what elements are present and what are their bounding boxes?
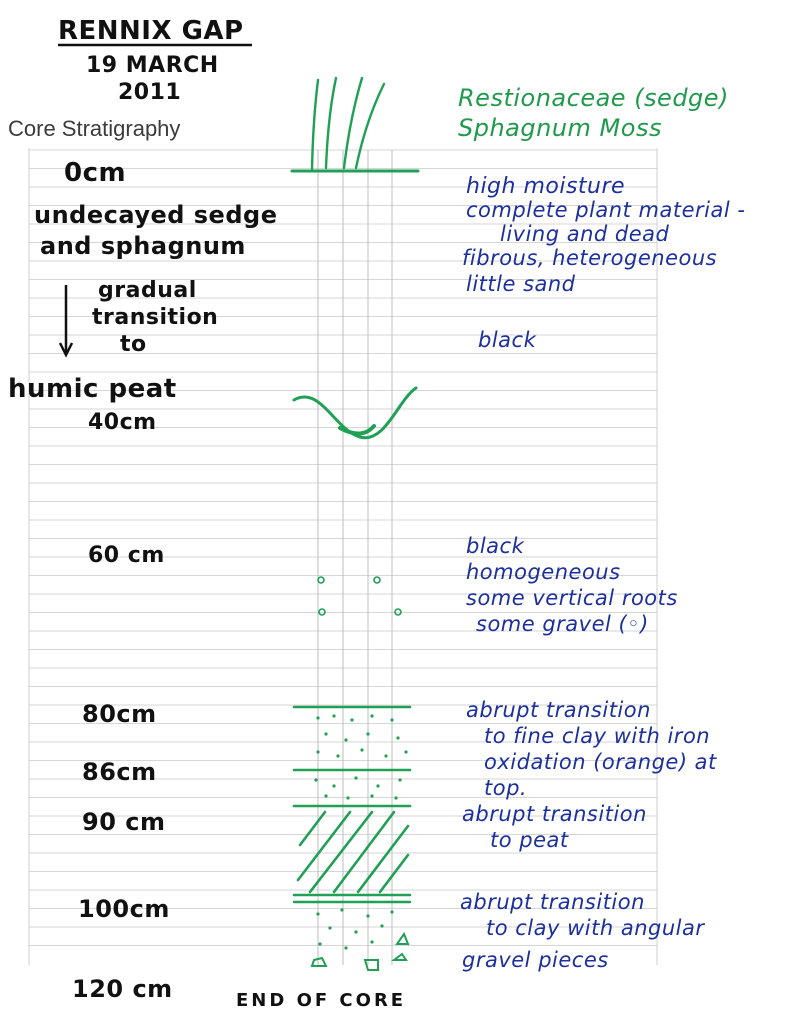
- note-line: gravel pieces: [462, 948, 609, 972]
- note-line: living and dead: [500, 222, 670, 246]
- vegetation-line-1: Restionaceae (sedge): [458, 84, 729, 112]
- depth-label: 40cm: [88, 410, 157, 435]
- stipple-dot: [370, 940, 374, 944]
- stipple-dot: [316, 716, 320, 720]
- stipple-dot: [344, 738, 348, 742]
- layer-label: gradual: [98, 278, 197, 303]
- stipple-dot: [336, 754, 340, 758]
- layer-label: to: [120, 332, 147, 357]
- note-line: some gravel (◦): [476, 612, 649, 636]
- angular-gravel: [310, 931, 410, 971]
- stipple-dot: [360, 748, 364, 752]
- note-line: oxidation (orange) at: [484, 750, 717, 774]
- stipple-dot: [316, 750, 320, 754]
- note-line: high moisture: [466, 174, 626, 199]
- stipple-dot: [396, 736, 400, 740]
- stipple-dot: [332, 714, 336, 718]
- stipple-dot: [366, 732, 370, 736]
- note-line: to peat: [490, 828, 569, 852]
- sedge-stroke: [324, 76, 338, 170]
- layer-label: humic peat: [8, 374, 177, 404]
- stipple-dot: [316, 912, 320, 916]
- depth-label: 120 cm: [72, 975, 173, 1003]
- depth-label: 100cm: [78, 895, 170, 923]
- note-line: some vertical roots: [466, 586, 678, 610]
- wave-boundary: [292, 386, 418, 440]
- vegetation-line-2: Sphagnum Moss: [458, 114, 662, 142]
- date-day-month: 19 MARCH: [86, 53, 219, 78]
- note-line: black: [478, 328, 537, 352]
- note-line: homogeneous: [466, 560, 621, 584]
- stipple-dot: [398, 778, 402, 782]
- note-line: little sand: [466, 272, 576, 296]
- sedge-stroke: [342, 76, 364, 170]
- caption: Core Stratigraphy: [8, 116, 181, 141]
- stipple-dot: [370, 714, 374, 718]
- stipple-dot: [332, 784, 336, 788]
- depth-label: 0cm: [64, 158, 127, 188]
- stipple-dot: [390, 910, 394, 914]
- layer-label: and sphagnum: [40, 232, 246, 260]
- stipple-dot: [366, 914, 370, 918]
- stipple-dot: [328, 926, 332, 930]
- stipple-dot: [350, 718, 354, 722]
- stipple-dot: [376, 784, 380, 788]
- stipple-dot: [354, 776, 358, 780]
- note-line: abrupt transition: [462, 802, 647, 826]
- note-line: to clay with angular: [486, 916, 705, 940]
- depth-label: 86cm: [82, 758, 157, 786]
- note-line: to fine clay with iron: [484, 724, 711, 748]
- stipple-dot: [324, 732, 328, 736]
- depth-label: 80cm: [82, 700, 157, 728]
- note-line: top.: [484, 776, 528, 800]
- stipple-dot: [394, 796, 398, 800]
- stipple-dot: [380, 924, 384, 928]
- stipple-dot: [370, 794, 374, 798]
- site-title: RENNIX GAP: [58, 16, 244, 46]
- layer-label: transition: [92, 305, 219, 330]
- stipple-dot: [324, 794, 328, 798]
- note-line: black: [466, 534, 525, 558]
- date-year: 2011: [118, 80, 182, 105]
- clay-stipple: [314, 714, 408, 950]
- note-line: fibrous, heterogeneous: [462, 246, 718, 270]
- stipple-dot: [404, 750, 408, 754]
- peat-hatching: [296, 810, 410, 894]
- sedge-stroke: [354, 82, 386, 170]
- note-line: complete plant material -: [466, 198, 746, 222]
- sedge-stroke: [310, 78, 320, 172]
- end-of-core-label: END OF CORE: [236, 990, 407, 1011]
- gravel-markers: [317, 576, 402, 616]
- stipple-dot: [354, 930, 358, 934]
- depth-label: 60 cm: [88, 543, 165, 568]
- note-line: abrupt transition: [460, 890, 645, 914]
- stipple-dot: [340, 908, 344, 912]
- stipple-dot: [344, 946, 348, 950]
- stipple-dot: [314, 778, 318, 782]
- stipple-dot: [346, 796, 350, 800]
- note-line: abrupt transition: [466, 698, 651, 722]
- depth-label: 90 cm: [82, 808, 166, 836]
- layer-label: undecayed sedge: [34, 201, 278, 229]
- stipple-dot: [384, 754, 388, 758]
- stipple-dot: [390, 718, 394, 722]
- stipple-dot: [318, 942, 322, 946]
